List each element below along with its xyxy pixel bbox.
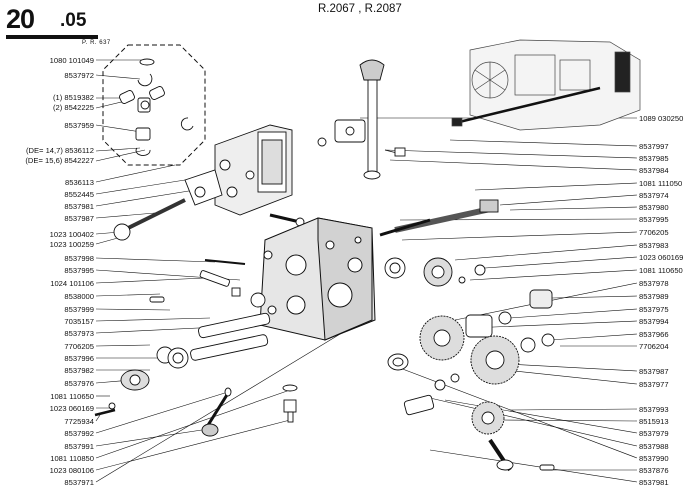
part-label: 8537973 xyxy=(64,329,94,338)
part-label: 7706204 xyxy=(639,342,669,351)
part-label: 8537983 xyxy=(639,241,669,250)
part-label: 1024 101106 xyxy=(50,279,94,288)
part-label: 7706205 xyxy=(639,228,669,237)
part-label: 7706205 xyxy=(64,342,94,351)
part-label: 8537991 xyxy=(64,442,94,451)
part-label: 1081 110650 xyxy=(50,392,94,401)
part-label: 8537959 xyxy=(64,121,94,130)
model-numbers: R.2067 , R.2087 xyxy=(318,3,402,15)
engine-block-sketch xyxy=(451,39,641,131)
part-label: 8537995 xyxy=(639,215,669,224)
part-label: 8552445 xyxy=(64,190,94,199)
part-label: 8537996 xyxy=(64,354,94,363)
part-label: 8537971 xyxy=(64,478,94,487)
header-rule xyxy=(6,35,98,39)
part-label: 8537990 xyxy=(639,454,669,463)
part-label: 8538000 xyxy=(64,292,94,301)
part-label: 8537876 xyxy=(639,466,669,475)
part-label: 1023 100259 xyxy=(49,240,94,249)
part-label: 8537981 xyxy=(64,202,94,211)
part-label: (DE= 14,7) 8536112 xyxy=(25,146,94,155)
part-label: 8537980 xyxy=(639,203,669,212)
part-label: 8537992 xyxy=(64,429,94,438)
part-label: 8537989 xyxy=(639,292,669,301)
part-label: 8537981 xyxy=(639,478,669,487)
part-label: 8537972 xyxy=(64,71,94,80)
part-label: 8537998 xyxy=(64,254,94,263)
section-subnumber: .05 xyxy=(60,10,87,31)
part-label: 8537995 xyxy=(64,266,94,275)
part-label: 8537975 xyxy=(639,305,669,314)
part-label: 1081 111050 xyxy=(639,179,683,188)
part-label: 8536113 xyxy=(65,178,94,187)
part-label: 8515913 xyxy=(639,417,669,426)
part-label: 8537966 xyxy=(639,330,669,339)
gear-train-right xyxy=(379,199,555,472)
selector-housing xyxy=(113,124,305,241)
part-label: 8537997 xyxy=(639,142,669,151)
gearbox-housing xyxy=(259,217,376,341)
shafts-and-bearings-left xyxy=(94,259,298,437)
part-label: 1023 060169 xyxy=(639,253,684,262)
part-label: 8537978 xyxy=(639,279,669,288)
part-label: 1023 060169 xyxy=(49,404,94,413)
part-label: (1) 8519382 xyxy=(53,93,94,102)
assembly-group-outline xyxy=(102,44,206,166)
part-label: 7035157 xyxy=(64,317,94,326)
part-label: 1023 100402 xyxy=(49,230,94,239)
part-label: 8537994 xyxy=(639,317,669,326)
part-label: 1081 110650 xyxy=(639,266,683,275)
part-label: 8537974 xyxy=(639,191,669,200)
page-reference: P. R. 637 xyxy=(82,40,111,46)
part-label: (DE= 15,6) 8542227 xyxy=(25,156,94,165)
part-label: 8537999 xyxy=(64,305,94,314)
part-label: 1080 101049 xyxy=(49,56,94,65)
part-label: 8537985 xyxy=(639,154,669,163)
part-label: 7725934 xyxy=(64,417,94,426)
part-label: 8537979 xyxy=(639,429,669,438)
part-label: 8537984 xyxy=(639,166,669,175)
part-label: 8537977 xyxy=(639,380,669,389)
part-label: 1089 030250 xyxy=(639,114,684,123)
part-label: 8537987 xyxy=(64,214,94,223)
part-label: (2) 8542225 xyxy=(53,103,94,112)
part-label: 8537993 xyxy=(639,405,669,414)
part-label: 1081 110850 xyxy=(50,454,94,463)
part-label: 1023 080106 xyxy=(49,466,94,475)
universal-joint xyxy=(119,58,194,156)
part-label: 8537976 xyxy=(64,379,94,388)
control-lever xyxy=(317,59,406,180)
part-label: 8537982 xyxy=(64,366,94,375)
part-label: 8537988 xyxy=(639,442,669,451)
part-label: 8537987 xyxy=(639,367,669,376)
section-number: 20 xyxy=(6,4,35,34)
